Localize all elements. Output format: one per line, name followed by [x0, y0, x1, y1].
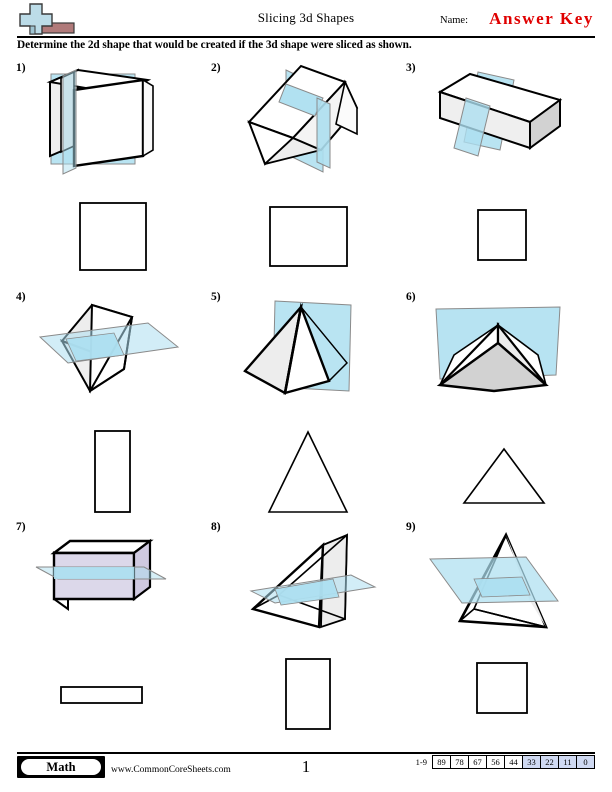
page-header: Slicing 3d Shapes Name: Answer Key Deter…: [0, 0, 612, 51]
answer-8-tall-rectangle: [209, 657, 406, 757]
answer-4-vertical-rectangle: [14, 427, 211, 527]
answer-key-text: Answer Key: [489, 9, 594, 28]
page-number: 1: [301, 757, 311, 776]
cross-logo-icon: [18, 1, 80, 37]
subject-badge: Math: [17, 756, 105, 778]
problem-number-6: 6): [406, 291, 416, 303]
problem-number-7: 7): [16, 521, 26, 533]
problem-number-9: 9): [406, 521, 416, 533]
answer-7-wide-rectangle: [14, 657, 211, 757]
score-box: 89: [433, 756, 451, 768]
figure-pyramid-with-vertical-plane: [223, 293, 403, 428]
score-range-label: 1-9: [415, 757, 427, 767]
figure-tent-prism-with-horizontal-plane: [28, 293, 208, 428]
site-url: www.CommonCoreSheets.com: [111, 765, 231, 775]
figure-lavender-prism-with-horizontal-plane: [28, 523, 208, 658]
score-box: 33: [523, 756, 541, 768]
score-box: 56: [487, 756, 505, 768]
answer-9-square: [404, 657, 601, 757]
answer-2-rectangle: [209, 198, 406, 298]
figure-cube-with-vertical-plane: [28, 64, 208, 199]
problem-grid: 1): [0, 56, 612, 742]
answer-1-square: [14, 198, 211, 298]
subject-badge-label: Math: [21, 759, 101, 775]
problem-number-1: 1): [16, 62, 26, 74]
figure-tilted-triangular-prism-with-plane: [223, 523, 403, 658]
score-box: 78: [451, 756, 469, 768]
answer-5-tall-triangle: [209, 427, 406, 527]
footer-divider: [17, 752, 595, 754]
answer-3-small-square: [404, 198, 601, 298]
figure-pyramid-with-horizontal-plane: [418, 523, 598, 658]
problem-number-3: 3): [406, 62, 416, 74]
score-box: 0: [577, 756, 594, 768]
score-box: 67: [469, 756, 487, 768]
figure-long-prism-with-cross-plane: [418, 64, 598, 199]
score-box: 22: [541, 756, 559, 768]
problem-number-4: 4): [16, 291, 26, 303]
instructions-text: Determine the 2d shape that would be cre…: [17, 39, 412, 51]
problem-number-8: 8): [211, 521, 221, 533]
page-title: Slicing 3d Shapes: [257, 10, 355, 25]
score-box: 44: [505, 756, 523, 768]
name-label: Name:: [440, 15, 468, 26]
score-box: 11: [559, 756, 577, 768]
problem-number-5: 5): [211, 291, 221, 303]
figure-pyramid-low-angle-with-plane: [418, 293, 598, 428]
header-divider: [17, 36, 595, 38]
problem-number-2: 2): [211, 62, 221, 74]
answer-6-wide-triangle: [404, 427, 601, 527]
figure-tilted-prism-with-vertical-plane: [223, 64, 403, 199]
